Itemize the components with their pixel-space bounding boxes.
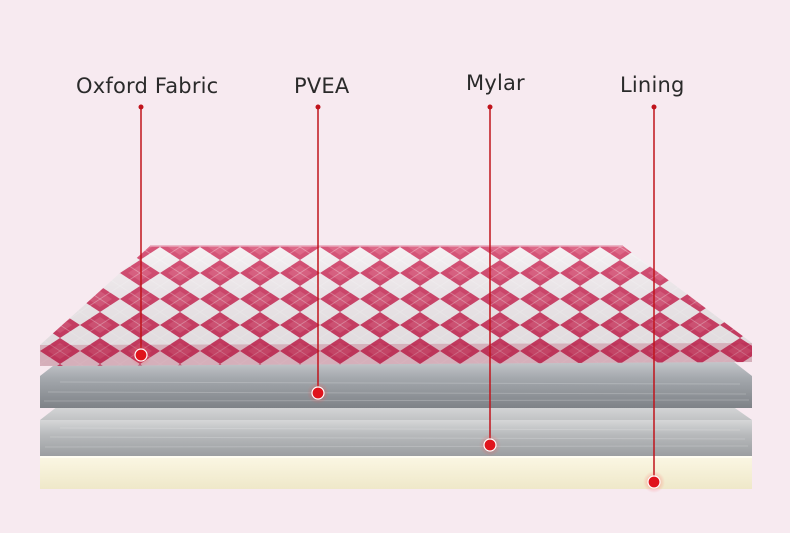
marker-dot-pvea (307, 382, 329, 404)
marker-dot-oxford (130, 344, 152, 366)
marker-dot-lining (643, 471, 665, 493)
lining-layer (40, 456, 752, 489)
marker-dot-mylar (479, 434, 501, 456)
label-oxford-fabric: Oxford Fabric (76, 74, 219, 98)
leader-tops (138, 104, 657, 110)
pvea-layer (40, 362, 752, 408)
label-lining: Lining (620, 73, 685, 97)
leader-lines (140, 107, 655, 482)
oxford-fabric-layer (40, 245, 752, 366)
mylar-layer (40, 406, 752, 456)
label-pvea: PVEA (294, 74, 350, 98)
label-mylar: Mylar (466, 71, 525, 95)
